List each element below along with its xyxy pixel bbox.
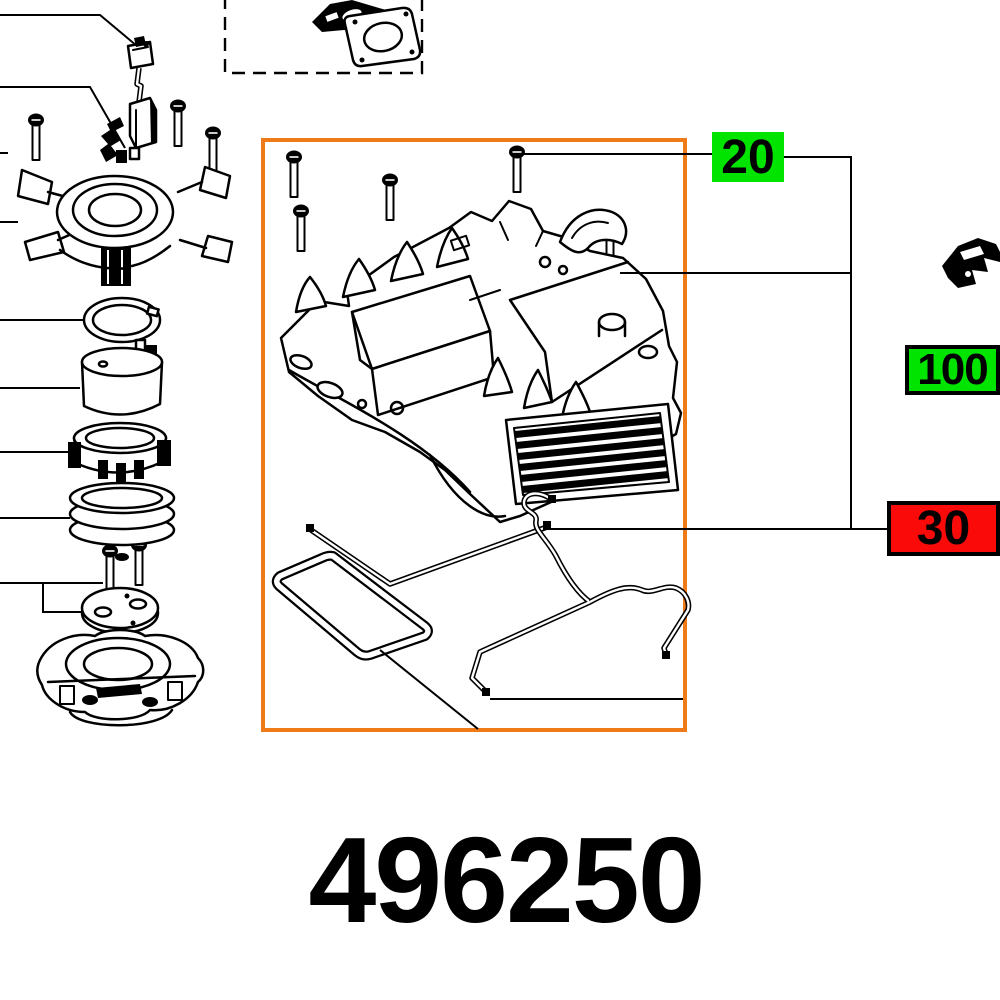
part-number: 496250 <box>308 812 705 948</box>
gear-housing <box>36 628 205 727</box>
callout-30[interactable]: 30 <box>887 501 1000 556</box>
highlight-box[interactable] <box>261 138 687 732</box>
brush-spring-clip <box>100 117 124 162</box>
leader-lines-left <box>0 14 138 613</box>
brush-holder <box>126 36 158 150</box>
vent-grille <box>504 402 680 506</box>
bearing-plate <box>80 586 160 635</box>
sealing-ring <box>82 296 162 344</box>
flange-plate-part <box>312 0 422 68</box>
leader-lines-right <box>379 153 1000 730</box>
detail-dashed-box <box>223 0 424 75</box>
motor <box>80 338 164 416</box>
wire-clips <box>306 490 692 696</box>
clamping-sleeve <box>68 421 171 482</box>
bearing-flange <box>16 146 234 286</box>
clamp-piece <box>942 238 1000 288</box>
coil-stack <box>68 481 176 561</box>
frame-gasket <box>271 550 433 661</box>
callout-100[interactable]: 100 <box>905 345 1000 395</box>
callout-20[interactable]: 20 <box>712 131 784 184</box>
